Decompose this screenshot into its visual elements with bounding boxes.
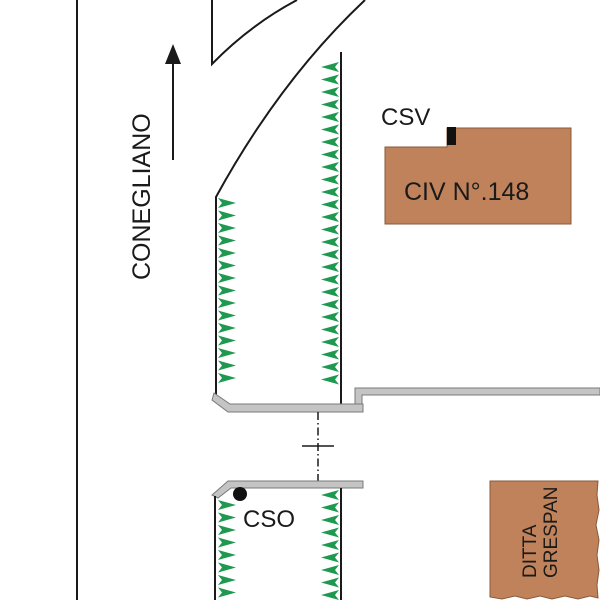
hedge-tooth xyxy=(218,273,236,283)
curb-lower xyxy=(211,480,364,499)
hedge-tooth xyxy=(321,62,339,72)
hedge-tooth xyxy=(321,274,339,285)
curb-upper xyxy=(211,392,364,413)
hedge-tooth xyxy=(218,310,236,321)
hedge-tooth xyxy=(218,260,236,271)
hedge-tooth xyxy=(218,500,236,510)
hedge-tooth xyxy=(321,174,339,185)
hedge-tooth xyxy=(321,237,339,247)
hedge-tooth xyxy=(218,360,236,371)
hedge-tooth xyxy=(321,112,339,122)
hedge-tooth xyxy=(321,87,339,97)
hedge-tooth xyxy=(218,550,236,560)
hedge-tooth xyxy=(321,162,339,172)
hedge-tooth xyxy=(218,210,236,221)
hedge-tooth xyxy=(321,262,339,272)
hedge-tooth xyxy=(321,224,339,235)
hedge-tooth xyxy=(321,74,339,85)
company-label-line2: GRESPAN xyxy=(541,486,562,578)
direction-label: CONEGLIANO xyxy=(128,113,156,280)
hedge-tooth xyxy=(218,235,236,246)
hedge-tooth xyxy=(321,490,339,500)
hedge-tooth xyxy=(321,374,339,385)
hedge-upper-left xyxy=(218,198,236,383)
hedge-tooth xyxy=(321,552,339,563)
cso-marker-icon xyxy=(233,487,247,501)
hedge-tooth xyxy=(321,137,339,147)
hedge-tooth xyxy=(321,515,339,525)
hedge-tooth xyxy=(321,287,339,297)
hedge-tooth xyxy=(321,349,339,360)
direction-arrow-icon xyxy=(165,44,181,160)
hedge-tooth xyxy=(321,199,339,210)
hedge-tooth xyxy=(218,587,236,598)
csv-valve-icon xyxy=(447,127,456,145)
hedge-tooth xyxy=(218,562,236,573)
outlet-label: CSO xyxy=(243,506,295,533)
hedge-tooth xyxy=(321,149,339,160)
hedge-tooth xyxy=(321,299,339,310)
building-ditta-grespan xyxy=(489,480,600,600)
hedge-tooth xyxy=(321,362,339,372)
road-curve-main xyxy=(215,0,366,400)
hedge-lower-left xyxy=(218,500,236,598)
hedge-tooth xyxy=(218,512,236,523)
company-label-line1: DITTA xyxy=(520,524,541,578)
hedge-tooth xyxy=(218,525,236,535)
hedge-tooth xyxy=(321,577,339,588)
building-civ-148 xyxy=(384,127,572,225)
hedge-tooth xyxy=(321,527,339,538)
hedge-tooth xyxy=(321,212,339,222)
hedge-tooth xyxy=(321,312,339,322)
hedge-tooth xyxy=(321,249,339,260)
hedge-tooth xyxy=(321,590,339,600)
hedge-tooth xyxy=(321,324,339,335)
hedge-tooth xyxy=(218,575,236,585)
hedge-tooth xyxy=(321,99,339,110)
hedge-tooth xyxy=(218,348,236,358)
hedge-tooth xyxy=(218,223,236,233)
hedge-tooth xyxy=(321,187,339,197)
hedge-tooth xyxy=(218,298,236,308)
hedge-tooth xyxy=(218,323,236,333)
hedge-tooth xyxy=(218,335,236,346)
hedge-tooth xyxy=(218,285,236,296)
hedge-tooth xyxy=(218,198,236,208)
road-curve-upper xyxy=(211,0,298,67)
curb-side-road xyxy=(354,387,600,405)
hedge-tooth xyxy=(218,248,236,258)
hedge-tooth xyxy=(321,540,339,550)
building-label: CIV N°.148 xyxy=(404,178,529,206)
hedge-upper-right xyxy=(321,62,339,385)
hedge-tooth xyxy=(218,373,236,383)
hedge-tooth xyxy=(321,502,339,513)
hedge-tooth xyxy=(321,337,339,347)
hedge-tooth xyxy=(218,537,236,548)
valve-label: CSV xyxy=(381,104,430,131)
hedge-lower-right xyxy=(321,490,339,600)
hedge-tooth xyxy=(321,565,339,575)
hedge-tooth xyxy=(321,124,339,135)
